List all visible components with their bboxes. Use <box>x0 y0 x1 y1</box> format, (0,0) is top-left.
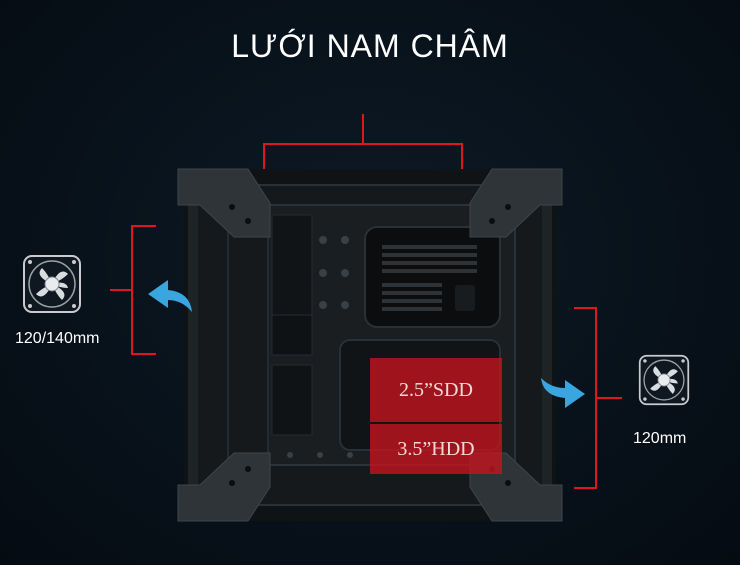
right-fan-size-label: 120mm <box>633 430 687 447</box>
page-title: LƯỚI NAM CHÂM <box>231 28 509 64</box>
left-dimension-bracket <box>110 225 156 355</box>
top-dimension-bracket <box>263 114 463 174</box>
ssd-bay-highlight: 2.5”SDD <box>370 358 502 422</box>
pc-case-image <box>177 168 563 522</box>
right-dimension-bracket <box>574 307 622 489</box>
airflow-arrow-icon <box>148 280 192 312</box>
hdd-bay-highlight: 3.5”HDD <box>370 424 502 474</box>
fan-icon <box>23 255 81 313</box>
airflow-arrow-icon <box>541 378 585 408</box>
fan-icon <box>638 354 690 406</box>
left-fan-size-label: 120/140mm <box>15 330 100 347</box>
